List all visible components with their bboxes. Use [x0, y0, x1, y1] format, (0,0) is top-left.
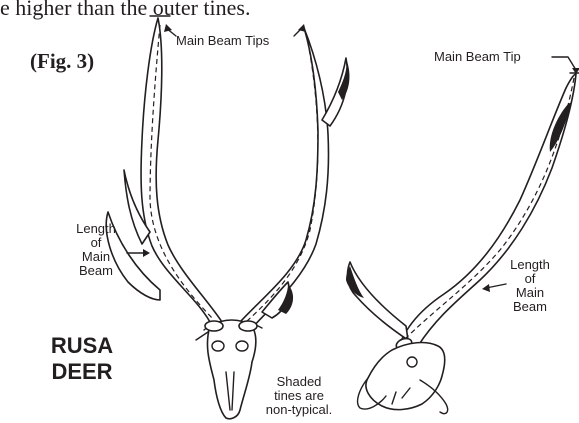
- shaded-note-line-2: tines are: [262, 389, 336, 403]
- intro-fragment-text: e higher than the outer tines.: [0, 0, 250, 19]
- length-of-main-beam-left-label: Length of Main Beam: [64, 222, 128, 278]
- length-right-line-4: Beam: [498, 300, 562, 314]
- length-right-line-1: Length: [498, 258, 562, 272]
- shaded-note-line-1: Shaded: [262, 375, 336, 389]
- front-view-skull: [196, 320, 262, 419]
- side-brow-tine: [348, 262, 408, 340]
- front-right-main-beam: [240, 28, 329, 328]
- length-right-line-3: Main: [498, 286, 562, 300]
- side-view-skull: [358, 343, 448, 414]
- length-of-main-beam-right-label: Length of Main Beam: [498, 258, 562, 314]
- species-title: RUSA DEER: [34, 333, 130, 385]
- length-left-line-3: Main: [64, 250, 128, 264]
- length-right-line-2: of: [498, 272, 562, 286]
- shaded-tines-note: Shaded tines are non-typical.: [262, 375, 336, 417]
- length-left-line-1: Length: [64, 222, 128, 236]
- length-left-line-2: of: [64, 236, 128, 250]
- side-view-antler: [346, 74, 576, 362]
- front-left-main-beam: [141, 18, 222, 326]
- main-beam-tip-label: Main Beam Tip: [434, 50, 521, 63]
- length-left-line-4: Beam: [64, 264, 128, 278]
- front-view-antlers: [106, 18, 349, 328]
- species-line-2: DEER: [34, 359, 130, 385]
- main-beam-tips-label: Main Beam Tips: [176, 34, 269, 47]
- side-main-beam: [396, 74, 576, 362]
- figure-label: (Fig. 3): [30, 51, 94, 72]
- species-line-1: RUSA: [34, 333, 130, 359]
- shaded-note-line-3: non-typical.: [262, 403, 336, 417]
- front-right-upper-shaded-tine: [338, 58, 349, 100]
